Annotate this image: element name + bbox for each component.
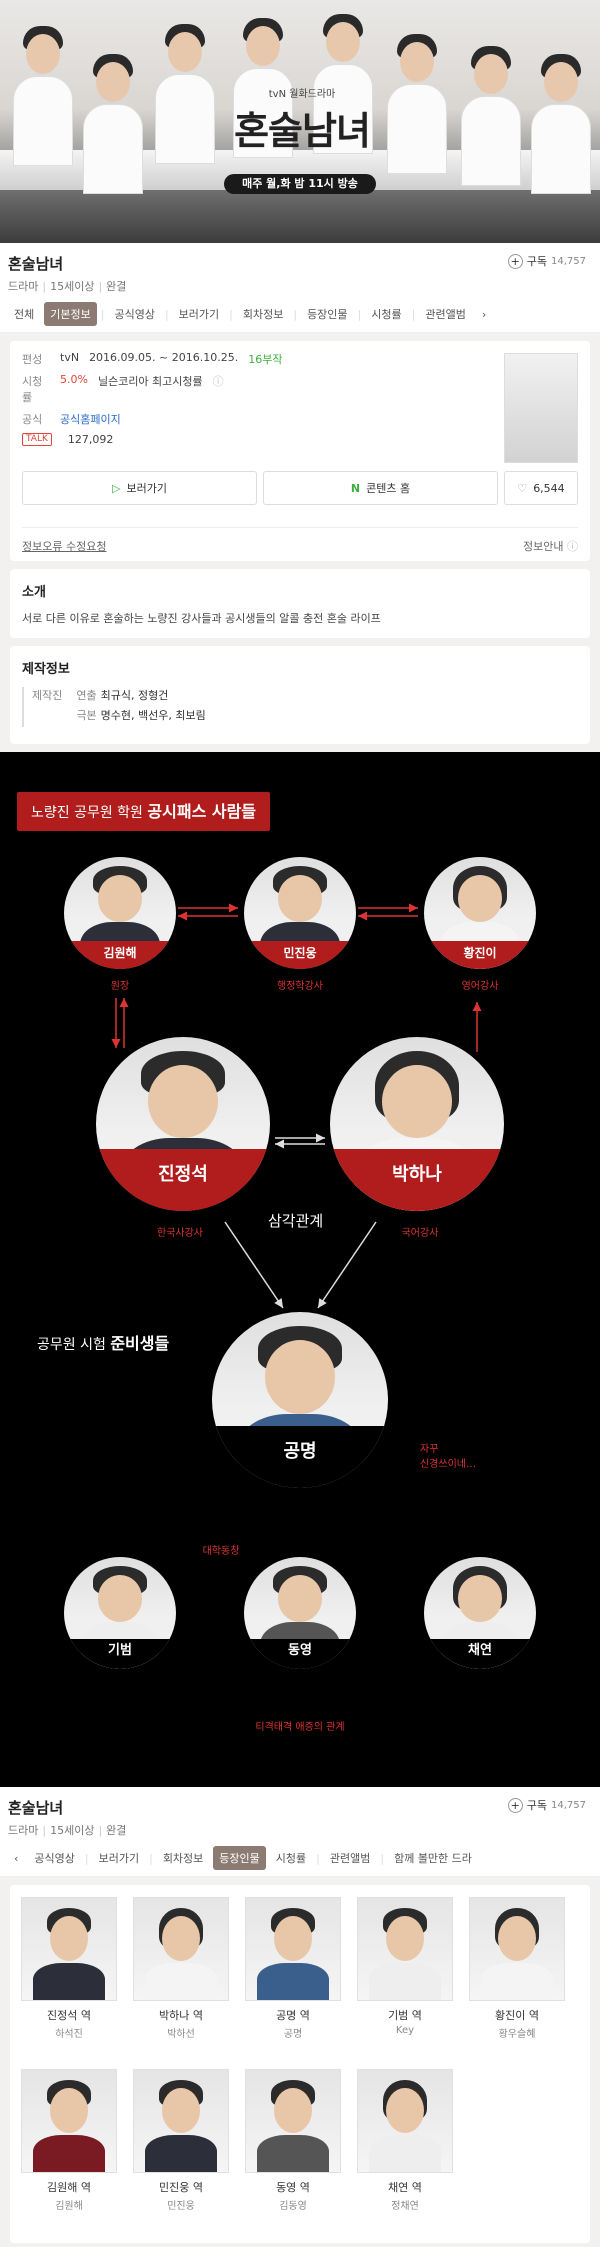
character-park-hana[interactable]: 박하나 [330,1037,504,1211]
relationship-chart: 노량진 공무원 학원 공시패스 사람들 김원해 원장 민진웅 행정학강사 황진이… [0,752,600,1787]
rating-row: 시청률 5.0% 닐슨코리아 최고시청률 ⓘ [22,373,224,404]
tab-watch[interactable]: 보러가기 [98,1852,140,1865]
show-banner: tvN 월화드라마 혼술남녀 매주 월,화 밤 11시 방송 [0,0,600,243]
play-icon: ▷ [112,481,121,495]
tab-basic-info[interactable]: 기본정보 [44,302,97,326]
note-worry: 자꾸 신경쓰이네… [420,1444,476,1470]
cast-photo [133,1897,229,2001]
tab-official-video[interactable]: 공식영상 [114,308,155,321]
basic-info-panel: 편성 tvN 2016.09.05. ~ 2016.10.25. 16부작 시청… [10,341,590,561]
banner-cast-member [228,12,298,162]
tab-related[interactable]: 함께 볼만한 드라 [394,1852,472,1865]
info-icon[interactable]: ⓘ [212,375,224,388]
relationship-arrows [111,903,482,1309]
tab-album[interactable]: 관련앨범 [329,1852,371,1865]
show-meta: 드라마15세이상완결 [8,1822,592,1838]
relationship-title: 노량진 공무원 학원 공시패스 사람들 [17,792,271,831]
official-row: 공식 공식홈페이지 [22,413,121,426]
title-bar: 혼술남녀 드라마15세이상완결 + 구독 14,757 [0,1787,600,1838]
tab-bar: 전체 기본정보 | 공식영상 | 보러가기 | 회차정보 | 등장인물 | 시청… [0,294,600,333]
title-bar: 혼술남녀 드라마15세이상완결 + 구독 14,757 [0,243,600,294]
character-kim-wonhae[interactable]: 김원해 [64,857,176,969]
tab-episodes[interactable]: 회차정보 [242,308,284,321]
character-jin-jeongseok[interactable]: 진정석 [96,1037,270,1211]
cast-photo [245,1897,341,2001]
banner-cast-member [526,48,596,198]
students-label: 공무원 시험 준비생들 [37,1334,170,1353]
tab-watch[interactable]: 보러가기 [178,308,220,321]
cast-photo [357,2069,453,2173]
tab-ratings[interactable]: 시청률 [371,308,402,321]
chevron-left-icon[interactable]: ‹ [14,1851,19,1865]
plus-icon: + [507,253,523,269]
note-college-friends: 대학동창 [202,1546,240,1557]
poster-thumbnail[interactable] [504,353,578,463]
talk-row: TALK 127,092 [22,433,578,446]
character-dongyoung[interactable]: 동영 [244,1557,356,1669]
tab-ratings[interactable]: 시청률 [275,1852,307,1865]
show-logo: tvN 월화드라마 혼술남녀 [234,89,371,153]
tab-cast[interactable]: 등장인물 [213,1846,266,1870]
banner-cast-member [150,18,220,168]
naver-n-icon: N [350,481,361,495]
cast-photo [357,1897,453,2001]
banner-cast-member [456,40,526,190]
watch-button[interactable]: ▷ 보러가기 [22,471,257,505]
page-title: 혼술남녀 [8,255,64,273]
cast-photo [245,2069,341,2173]
official-homepage-link[interactable]: 공식홈페이지 [60,413,121,426]
info-guide-link[interactable]: 정보안내 ⓘ [523,540,578,553]
tab-all[interactable]: 전체 [14,308,35,321]
info-icon: ⓘ [567,540,578,553]
tab-bar: ‹ 공식영상 | 보러가기 | 회차정보 등장인물 시청률 | 관련앨범 | 함… [0,1838,600,1877]
plus-icon: + [507,1797,523,1813]
banner-cast-member [382,28,452,178]
tab-episodes[interactable]: 회차정보 [162,1852,204,1865]
character-min-jinwoong[interactable]: 민진웅 [244,857,356,969]
character-hwang-jini[interactable]: 황진이 [424,857,536,969]
cast-page: 혼술남녀 드라마15세이상완결 + 구독 14,757 ‹ 공식영상 | 보러가… [0,1787,600,2247]
cast-photo [21,2069,117,2173]
tab-cast[interactable]: 등장인물 [307,308,348,321]
chevron-right-icon[interactable]: › [481,307,487,321]
note-love-hate: 티격태격 애증의 관계 [255,1722,345,1733]
like-button[interactable]: ♡ 6,544 [504,471,578,505]
page-title: 혼술남녀 [8,1799,64,1817]
airtime-badge: 매주 월,화 밤 11시 방송 [224,174,376,194]
banner-cast-member [308,8,378,158]
banner-cast-member [78,48,148,198]
banner-cast-member [8,20,78,170]
heart-icon: ♡ [517,481,528,495]
subscribe-button[interactable]: + 구독 14,757 [507,1797,586,1813]
cast-photo [21,1897,117,2001]
subscribe-button[interactable]: + 구독 14,757 [507,253,586,269]
show-meta: 드라마15세이상완결 [8,278,592,294]
triangle-label: 삼각관계 [268,1212,324,1230]
talk-badge[interactable]: TALK [22,433,52,446]
intro-section: 소개 서로 다른 이유로 혼술하는 노량진 강사들과 공시생들의 알콜 충전 혼… [10,569,590,638]
content-home-button[interactable]: N 콘텐츠 홈 [263,471,498,505]
character-chaeyeon[interactable]: 채연 [424,1557,536,1669]
cast-photo [133,2069,229,2173]
character-gibeom[interactable]: 기범 [64,1557,176,1669]
tab-album[interactable]: 관련앨범 [425,308,466,321]
cast-photo [469,1897,565,2001]
report-error-link[interactable]: 정보오류 수정요청 [22,540,107,553]
character-gong-myung[interactable]: 공명 [212,1312,388,1488]
broadcast-row: 편성 tvN 2016.09.05. ~ 2016.10.25. 16부작 [22,351,283,366]
tab-official-video[interactable]: 공식영상 [34,1852,75,1865]
